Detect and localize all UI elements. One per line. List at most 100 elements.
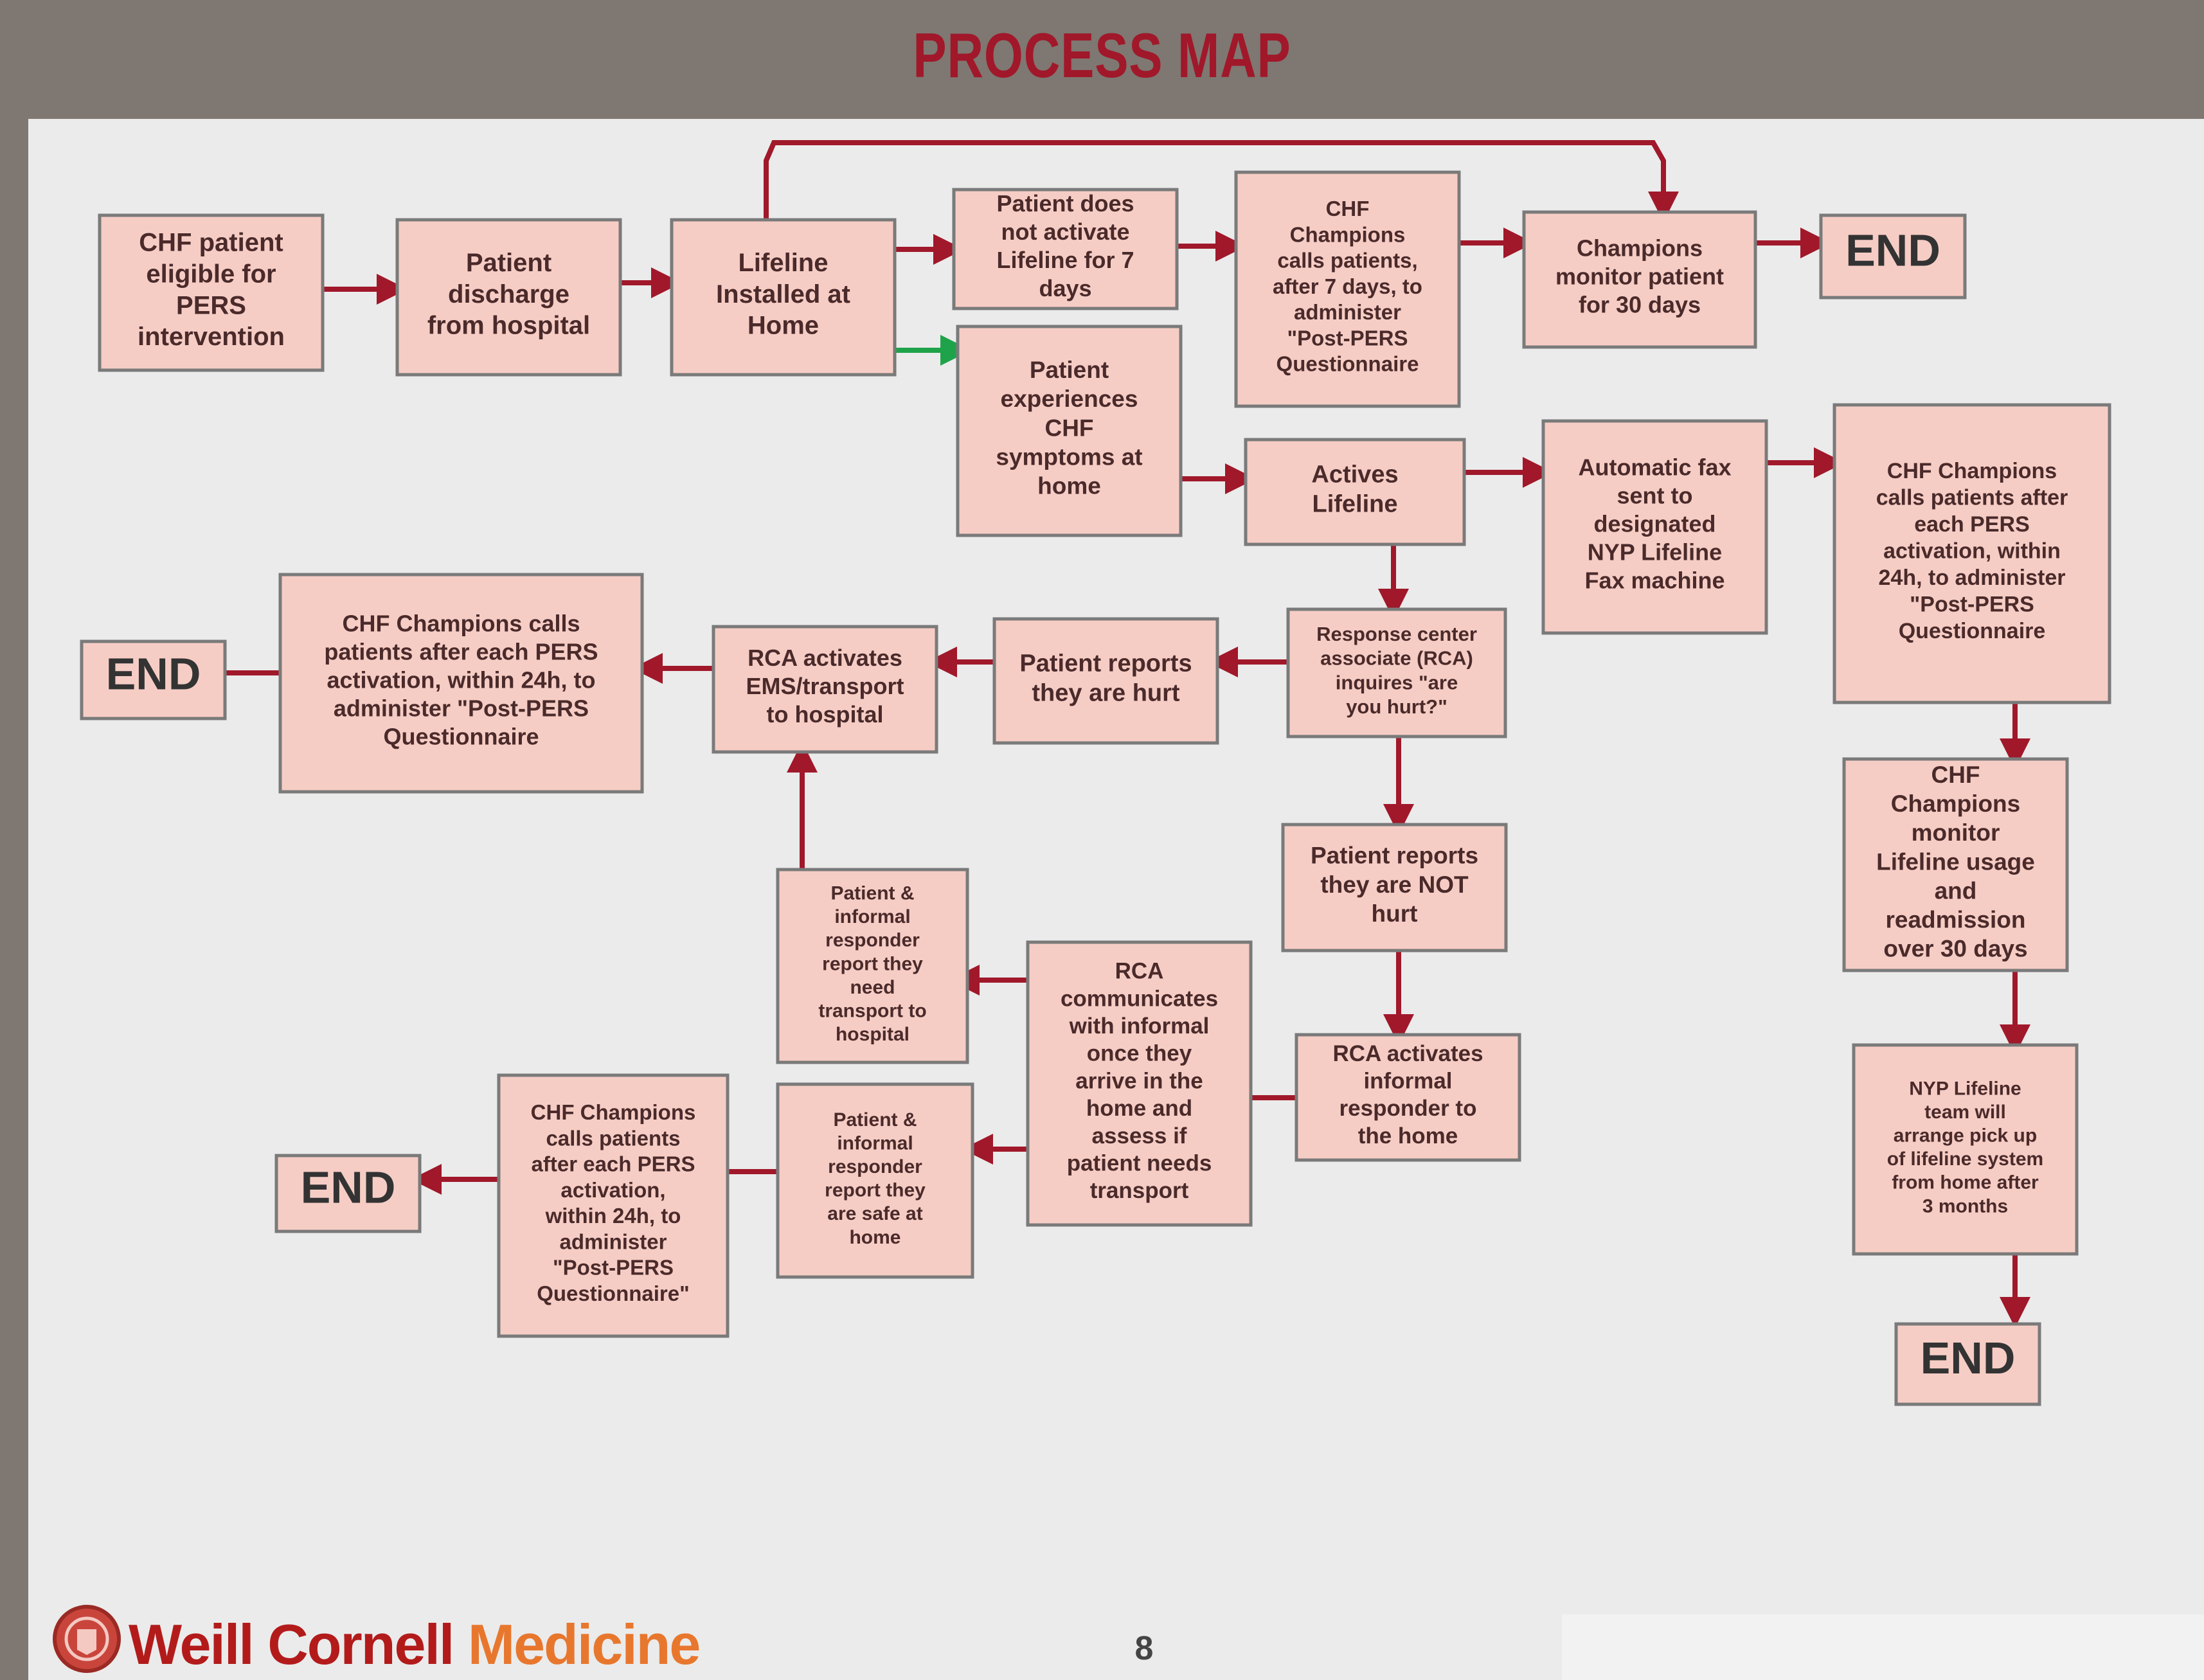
process-step-text: informal: [1363, 1069, 1452, 1094]
process-step-border: [1281, 823, 1508, 952]
end-node: END: [1894, 1322, 2041, 1406]
process-step-border: [712, 625, 938, 754]
process-step-border: [956, 325, 1183, 537]
process-step-text: RCA activates: [1332, 1041, 1483, 1066]
process-step-text: Patient &: [830, 883, 914, 904]
end-node: END: [274, 1154, 422, 1233]
process-step-border: [1295, 1033, 1521, 1162]
process-step-text: Actives: [1311, 461, 1398, 488]
process-step-text: they are hurt: [1032, 680, 1180, 707]
process-step-text: associate (RCA): [1320, 647, 1473, 670]
end-label: END: [1921, 1333, 2016, 1383]
process-step-border: [992, 617, 1219, 745]
process-step-text: communicates: [1061, 986, 1218, 1011]
process-step-text: and: [1935, 877, 1977, 904]
process-step-text: responder to: [1339, 1096, 1477, 1121]
process-step-border: [952, 188, 1179, 310]
process-step-text: each PERS: [1914, 512, 2030, 537]
process-step-border: [497, 1073, 730, 1338]
page-title: PROCESS MAP: [913, 20, 1291, 91]
process-step-text: responder: [825, 930, 920, 951]
process-step-text: report they: [822, 953, 923, 974]
process-step-text: days: [1039, 275, 1091, 301]
process-step-border: [395, 218, 622, 377]
process-step-text: Questionnaire: [1277, 352, 1419, 376]
process-step-text: Automatic fax: [1578, 454, 1731, 481]
process-step-border: [776, 1082, 974, 1279]
process-step-text: monitor: [1912, 819, 2000, 846]
process-step-text: for 30 days: [1579, 291, 1701, 317]
weill-cornell-seal-icon: [53, 1605, 121, 1673]
process-step-text: Installed at: [716, 280, 850, 308]
process-step-border: [98, 213, 325, 372]
process-step-text: arrive in the: [1075, 1068, 1203, 1093]
process-step-text: calls patients,: [1277, 249, 1417, 273]
process-step-text: CHF: [1326, 197, 1370, 220]
process-step-text: home and: [1086, 1096, 1192, 1121]
process-step-border: [1026, 940, 1253, 1227]
logo-text-medicine: Medicine: [467, 1613, 701, 1676]
process-step-text: activation, within 24h, to: [327, 667, 595, 693]
end-node-border: [274, 1154, 422, 1233]
end-node-border: [1819, 213, 1967, 299]
process-step-border: [1522, 210, 1757, 349]
process-step-text: Home: [748, 312, 819, 340]
process-step-text: of lifeline system: [1887, 1148, 2043, 1170]
process-step-text: Champions: [1577, 235, 1703, 262]
process-step-border: [776, 868, 969, 1064]
process-step-text: transport to: [818, 1001, 926, 1022]
process-step-border: [670, 218, 897, 377]
process-step-text: within 24h, to: [545, 1204, 681, 1228]
process-step-border: [1244, 438, 1466, 546]
process-step-text: NYP Lifeline: [1588, 539, 1722, 565]
process-step-text: after 7 days, to: [1273, 274, 1422, 298]
process-step-text: calls patients after: [1876, 486, 2068, 510]
process-step-text: patients after each PERS: [324, 639, 598, 665]
process-step-text: calls patients: [546, 1126, 680, 1150]
process-step-text: discharge: [448, 280, 569, 308]
end-node-border: [80, 639, 227, 720]
process-step-text: "Post-PERS: [1910, 593, 2034, 617]
process-step-text: over 30 days: [1883, 936, 2027, 962]
process-step-text: Lifeline for 7: [996, 247, 1134, 273]
process-step-text: administer: [560, 1229, 667, 1253]
process-step-text: monitor patient: [1555, 264, 1724, 290]
process-step-text: EMS/transport: [746, 673, 904, 699]
process-step-text: Patient: [466, 249, 551, 277]
process-step-text: Patient reports: [1019, 650, 1192, 677]
process-step-text: from hospital: [427, 312, 590, 340]
process-step-text: 3 months: [1922, 1195, 2008, 1217]
process-step-text: informal: [834, 906, 910, 927]
process-step-text: administer "Post-PERS: [334, 695, 589, 721]
process-step-text: Response center: [1316, 623, 1477, 645]
process-step-border: [1541, 419, 1768, 635]
process-step-text: intervention: [138, 323, 285, 351]
process-step-text: report they: [825, 1180, 926, 1201]
process-step-text: home: [1037, 473, 1101, 499]
process-step-text: CHF patient: [139, 229, 283, 257]
process-step-text: RCA activates: [748, 645, 902, 671]
process-step-text: RCA: [1115, 959, 1164, 984]
process-step-text: CHF Champions calls: [342, 611, 580, 637]
page-number: 8: [1134, 1630, 1154, 1667]
process-step-text: inquires "are: [1336, 671, 1458, 693]
process-step-text: Patient reports: [1311, 843, 1478, 869]
process-step-text: Questionnaire: [1899, 619, 2046, 643]
process-step-text: the home: [1358, 1123, 1458, 1148]
process-step-text: patient needs: [1067, 1150, 1212, 1175]
